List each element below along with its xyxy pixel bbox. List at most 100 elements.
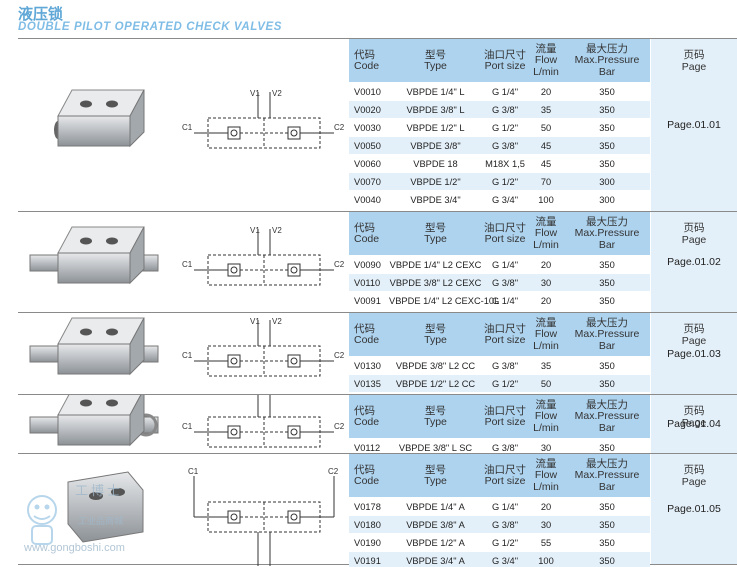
page-ref[interactable]: Page.01.04 [667,418,721,430]
cell-port: G 3/8" [491,443,519,453]
cell-code: V0110 [354,278,381,288]
table-row: V0030 VBPDE 1/2" L G 1/2" 50 350 [349,119,650,137]
cell-pressure: 350 [599,105,615,115]
port-c1-label: C1 [188,467,199,476]
page-ref[interactable]: Page.01.02 [667,256,721,268]
cell-flow: 50 [540,379,552,389]
cell-code: V0112 [354,443,381,453]
cell-port: G 3/4" [491,195,519,205]
cell-type: VBPDE 1/4" L2 CEXC-10L [389,296,500,306]
cell-pressure: 350 [599,260,615,270]
product-image-cell [18,313,168,394]
cell-port: G 1/4" [491,502,519,512]
cell-pressure: 300 [599,177,615,187]
page-ref[interactable]: Page.01.01 [667,119,721,131]
cell-port: G 3/8" [491,141,519,151]
cell-flow: 45 [540,141,552,151]
cell-port: G 3/8" [491,520,519,530]
cell-port: G 1/4" [491,260,519,270]
port-c1-label: C1 [182,351,193,360]
cell-flow: 35 [540,105,552,115]
product-image-cell [18,388,168,453]
cell-port: G 1/2" [491,123,519,133]
cell-pressure: 350 [599,538,615,548]
cell-code: V0135 [354,379,381,389]
table-row: V0070 VBPDE 1/2" G 1/2" 70 300 [349,173,650,191]
cell-flow: 55 [540,538,552,548]
cell-flow: 20 [540,260,552,270]
table-row: V0180 VBPDE 3/8" A G 3/8" 30 350 [349,516,650,534]
cell-flow: 20 [540,87,552,97]
page-title-cn: 液压锁 [18,5,64,23]
cell-code: V0090 [354,260,381,270]
cell-type: VBPDE 1/2" [410,177,461,187]
cell-pressure: 350 [599,520,615,530]
cell-type: VBPDE 1/4" A [406,502,465,512]
cell-type: VBPDE 1/4" L2 CEXC [389,260,482,270]
table-row: V0090 VBPDE 1/4" L2 CEXC G 1/4" 20 350 [349,256,650,274]
cell-pressure: 350 [599,556,615,566]
cell-flow: 30 [540,443,552,453]
cell-port: G 1/2" [491,538,519,548]
cell-port: G 3/4" [491,556,519,566]
port-v1-label: V1 [250,395,260,397]
page-ref[interactable]: Page.01.03 [667,347,721,360]
cell-flow: 100 [538,556,554,566]
cell-pressure: 300 [599,195,615,205]
cell-port: G 3/8" [491,105,519,115]
cell-flow: 20 [540,502,552,512]
port-c2-label: C2 [334,351,345,360]
cell-pressure: 350 [599,443,615,453]
page-ref[interactable]: Page.01.05 [667,503,721,515]
cell-code: V0190 [354,538,381,548]
cell-code: V0191 [354,556,381,566]
page-title-en: DOUBLE PILOT OPERATED CHECK VALVES [18,21,283,33]
table-row: V0060 VBPDE 18 M18X 1,5 45 350 [349,155,650,173]
cell-flow: 100 [538,195,554,205]
valve-product-image [29,388,159,447]
cell-code: V0070 [354,177,381,187]
cell-pressure: 350 [599,87,615,97]
cell-flow: 50 [540,123,552,133]
cell-code: V0178 [354,502,381,512]
cell-pressure: 350 [599,278,615,288]
table-row: V0110 VBPDE 3/8" L2 CEXC G 3/8" 30 350 [349,274,650,292]
cell-type: VBPDE 3/4" [410,195,461,205]
cell-port: G 1/4" [491,87,519,97]
valve-product-image [29,317,159,376]
cell-type: VBPDE 3/4" A [406,556,465,566]
port-v1-label: V1 [250,317,260,326]
cell-pressure: 350 [599,159,615,169]
table-row: V0020 VBPDE 3/8" L G 3/8" 35 350 [349,101,650,119]
